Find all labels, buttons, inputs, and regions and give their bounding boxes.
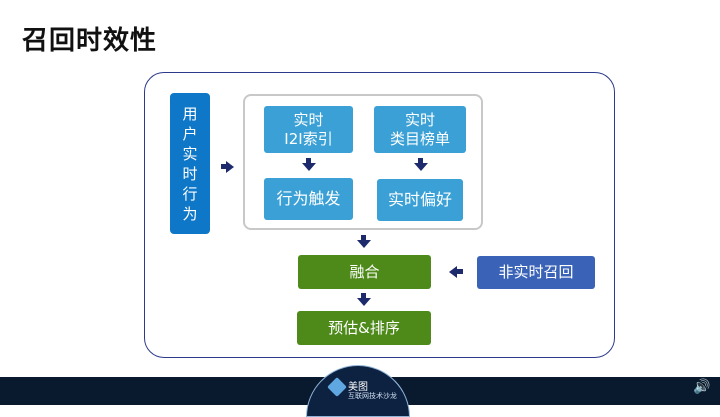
- non-realtime-recall-label: 非实时召回: [498, 263, 574, 282]
- realtime-i2i-index-label: 实时 I2I索引: [284, 110, 333, 148]
- fusion-box: 融合: [298, 255, 431, 289]
- logo-subtitle: 互联网技术沙龙: [348, 392, 397, 400]
- fusion-label: 融合: [349, 262, 380, 281]
- behavior-trigger-label: 行为触发: [276, 189, 341, 208]
- realtime-preference-box: 实时偏好: [377, 179, 463, 221]
- user-behavior-box: 用户实时行为: [170, 93, 210, 234]
- arrow-fusion-to-rank: [357, 298, 371, 306]
- logo-name: 美图: [348, 382, 368, 393]
- arrow-nonrealtime-to-fusion: [449, 266, 457, 278]
- realtime-category-ranking-label: 实时 类目榜单: [389, 110, 450, 148]
- user-behavior-label: 用户实时行为: [182, 104, 198, 223]
- arrow-i2i-stem: [306, 158, 311, 163]
- arrow-user-to-group-stem: [221, 164, 227, 169]
- page-title: 召回时效性: [22, 26, 158, 56]
- predict-rank-label: 预估&排序: [328, 318, 400, 337]
- arrow-user-to-group: [226, 161, 234, 173]
- realtime-category-ranking-box: 实时 类目榜单: [374, 106, 466, 153]
- realtime-i2i-index-box: 实时 I2I索引: [264, 106, 353, 153]
- arrow-i2i-to-trigger: [302, 163, 316, 171]
- arrow-ranking-stem: [418, 158, 423, 163]
- behavior-trigger-box: 行为触发: [264, 178, 353, 220]
- speaker-icon[interactable]: 🔊: [693, 379, 711, 395]
- non-realtime-recall-box: 非实时召回: [477, 256, 595, 289]
- realtime-preference-label: 实时偏好: [387, 190, 452, 209]
- arrow-group-stem: [361, 235, 366, 240]
- arrow-nonrealtime-stem: [457, 269, 463, 274]
- arrow-fusion-stem: [361, 293, 366, 298]
- arrow-group-to-fusion: [357, 240, 371, 248]
- predict-rank-box: 预估&排序: [297, 311, 431, 345]
- arrow-ranking-to-preference: [414, 163, 428, 171]
